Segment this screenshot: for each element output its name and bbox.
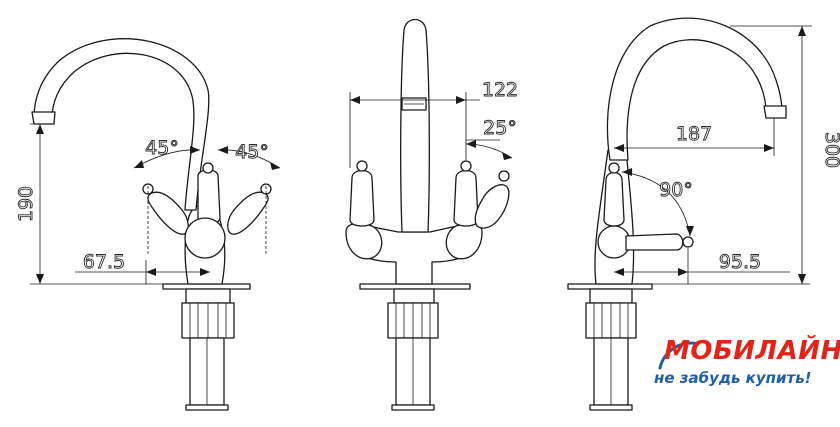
left-spout — [33, 38, 210, 211]
center-angle-25: 25° — [483, 117, 517, 139]
left-dim-67-5: 67.5 — [83, 251, 125, 273]
left-dim-190: 190 — [15, 186, 37, 222]
left-angle-a: 45° — [145, 137, 179, 159]
right-dim-300: 300 — [821, 132, 840, 168]
center-handle-right — [453, 169, 479, 227]
right-dim-187: 187 — [676, 123, 712, 145]
logo-swoosh-icon — [658, 341, 700, 370]
right-base-plate — [567, 283, 653, 290]
left-angle-b: 45° — [235, 141, 269, 163]
logo-brand-name: МОБИЛАЙН — [664, 336, 840, 366]
logo-tagline: не забудь купить! — [654, 369, 812, 387]
center-handle-left — [349, 169, 375, 227]
left-aerator — [31, 111, 56, 125]
right-dim-95-5: 95.5 — [719, 251, 761, 273]
left-handle-a — [147, 191, 189, 235]
center-handle-rotated — [474, 184, 510, 229]
center-dim-122: 122 — [482, 79, 518, 101]
left-handle-b — [227, 191, 269, 235]
left-view: 190 67.5 45° 45° — [15, 38, 281, 411]
left-shank-top — [185, 288, 231, 304]
brand-logo: МОБИЛАЙН не забудь купить! — [648, 336, 840, 396]
right-view: 300 187 90° 95.5 — [567, 17, 840, 411]
left-handle-center — [197, 169, 221, 225]
right-handle-rotated — [625, 233, 684, 251]
center-spout — [400, 18, 430, 233]
left-base-plate — [162, 283, 251, 290]
right-handle-up — [603, 171, 625, 227]
center-view: 122 25° — [345, 18, 519, 411]
center-base-plate — [359, 283, 471, 290]
right-angle-90: 90° — [659, 179, 693, 201]
right-aerator — [763, 105, 787, 119]
